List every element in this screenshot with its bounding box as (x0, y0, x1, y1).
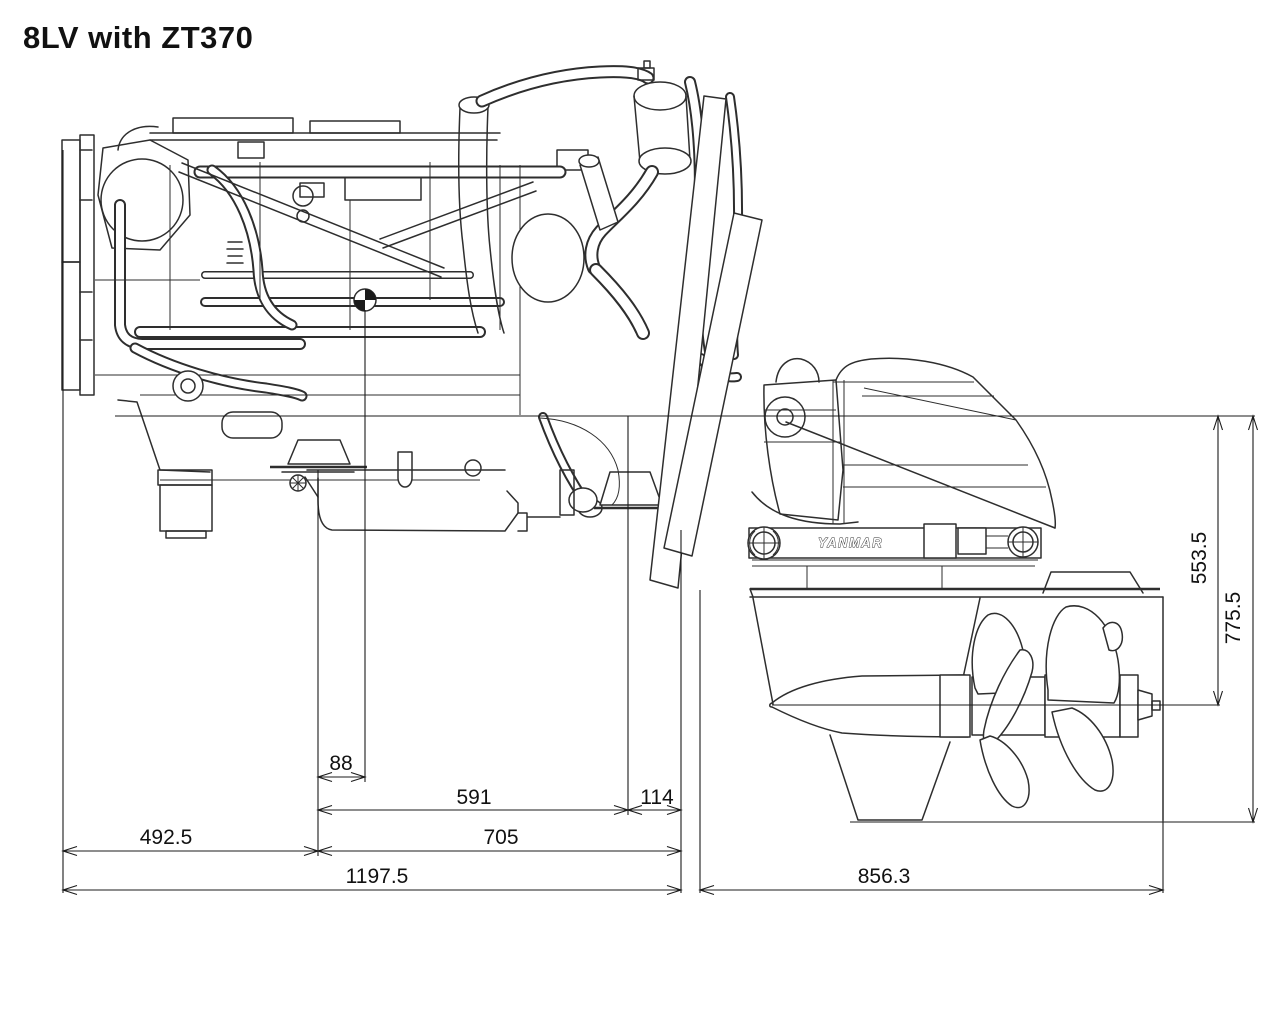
dim-label-114: 114 (640, 786, 674, 809)
dim-88: 88 (316, 752, 367, 783)
center-of-gravity-symbol (353, 288, 377, 312)
dim-492-5: 492.5 (61, 826, 320, 857)
reference-lines (62, 150, 1255, 893)
propeller-blades (971, 605, 1124, 809)
dim-856-3: 856.3 (698, 865, 1165, 896)
page-title: 8LV with ZT370 (23, 20, 254, 55)
dimension-annotations: 88 591 114 492.5 (61, 414, 1259, 896)
dim-label-88: 88 (329, 752, 352, 775)
dim-705: 705 (316, 826, 683, 857)
dim-label-492-5: 492.5 (140, 826, 193, 849)
dim-label-553-5: 553.5 (1188, 532, 1211, 585)
dim-label-1197-5: 1197.5 (346, 865, 409, 888)
dim-1197-5: 1197.5 (61, 865, 683, 896)
dim-label-591: 591 (456, 786, 491, 809)
dim-label-775-5: 775.5 (1222, 592, 1245, 645)
dim-label-856-3: 856.3 (858, 865, 911, 888)
dim-label-705: 705 (483, 826, 518, 849)
yanmar-logo: YANMAR (818, 535, 883, 550)
dim-775-5: 775.5 (1222, 414, 1259, 824)
dim-114: 114 (626, 786, 683, 816)
engine-drawing (61, 60, 763, 589)
sterndrive-drawing: YANMAR (747, 357, 1164, 821)
dim-591: 591 (316, 786, 630, 816)
dim-553-5: 553.5 (1188, 414, 1224, 707)
